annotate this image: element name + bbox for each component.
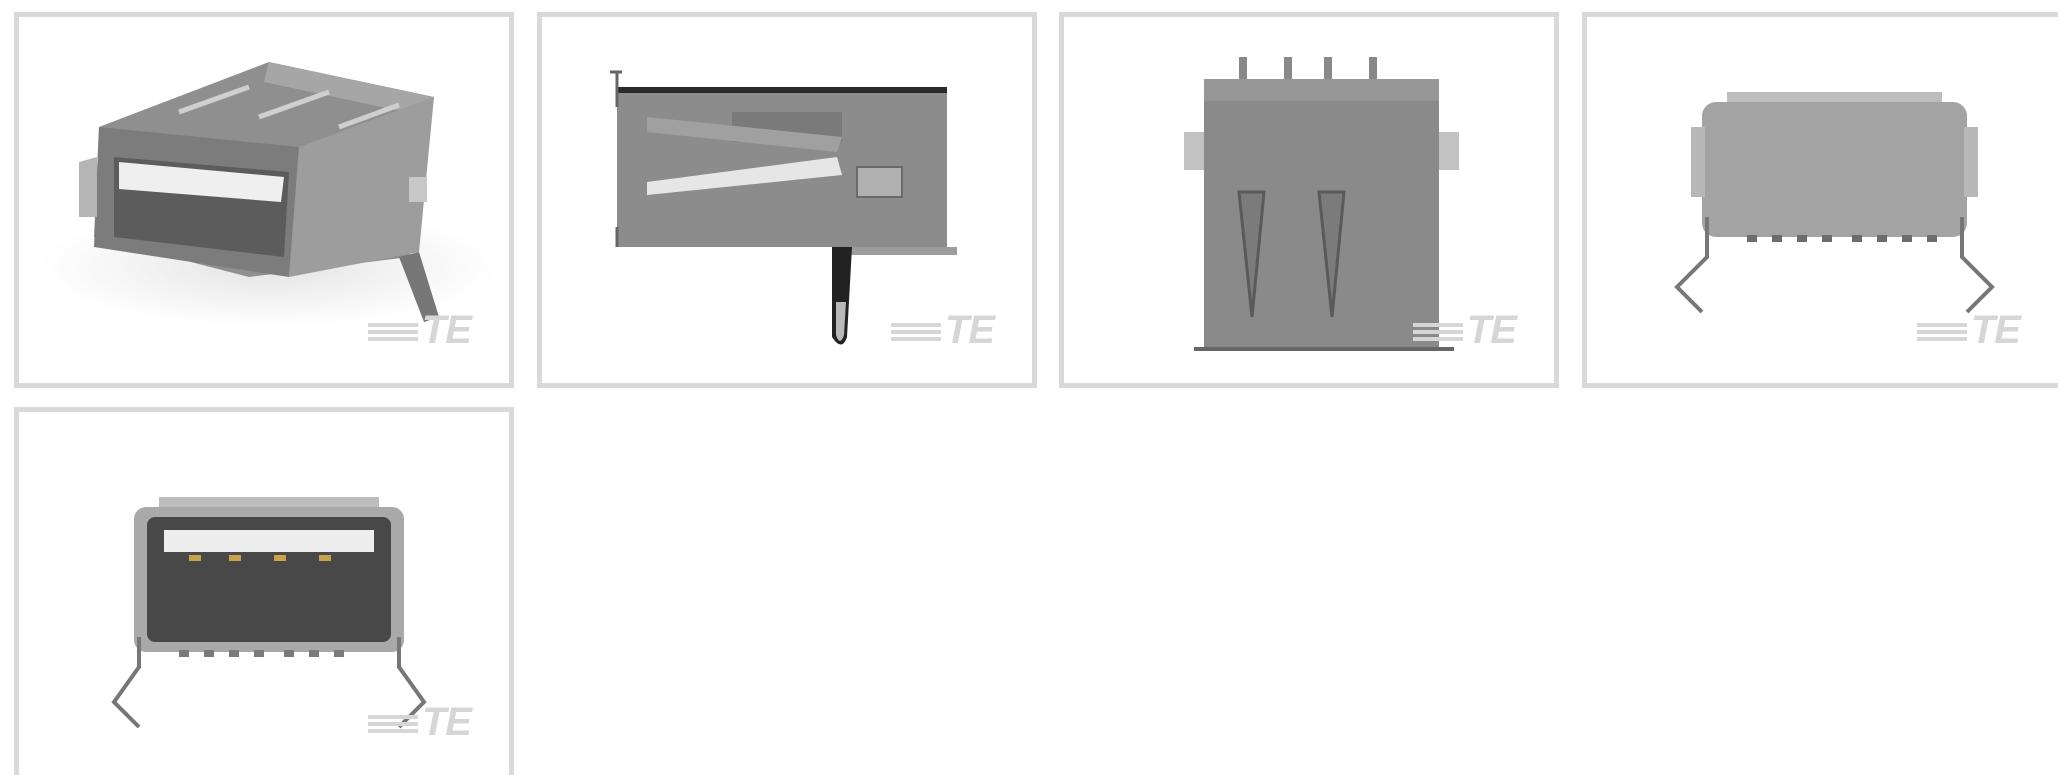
thumbnail-top[interactable]: TE <box>1059 12 1559 388</box>
thumbnail-front[interactable]: TE <box>14 407 514 775</box>
thumbnail-rear[interactable]: TE <box>1582 12 2058 388</box>
thumbnail-isometric[interactable]: TE <box>14 12 514 388</box>
usb-a-receptacle-isometric-icon <box>39 62 499 327</box>
te-watermark: TE <box>368 700 472 745</box>
te-watermark: TE <box>1917 308 2021 353</box>
usb-a-receptacle-side-icon <box>610 70 957 345</box>
usb-a-receptacle-rear-icon <box>1674 92 1995 314</box>
te-watermark: TE <box>1413 308 1517 353</box>
thumbnail-side[interactable]: TE <box>537 12 1037 388</box>
usb-a-receptacle-top-icon <box>1184 57 1459 351</box>
te-watermark: TE <box>891 308 995 353</box>
te-watermark: TE <box>368 308 472 353</box>
